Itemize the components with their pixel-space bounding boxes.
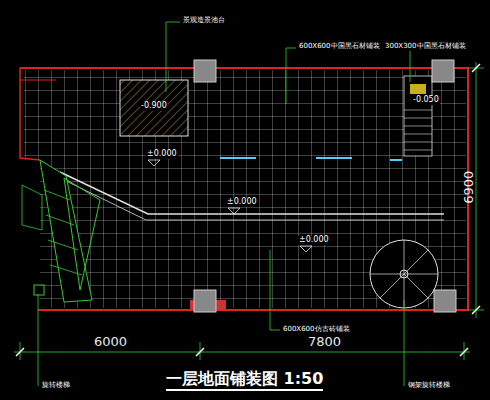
material-note: 景观造景池台 — [182, 17, 226, 25]
level-mark: -0.900 — [140, 102, 168, 111]
material-note: 600X600中国黑石材铺装 — [298, 43, 381, 51]
level-mark: ±0.000 — [298, 236, 330, 245]
dimension: 7800 — [308, 335, 341, 349]
drawing-title: 一层地面铺装图 1:50 — [166, 370, 323, 391]
level-mark: ±0.000 — [226, 198, 258, 207]
callout-note: 旋转楼梯 — [42, 382, 70, 390]
material-note: 600X600仿古砖铺装 — [282, 326, 351, 334]
dimension: 6900 — [462, 171, 476, 204]
dimension: 6000 — [94, 335, 127, 349]
callout-note: 钢架旋转楼梯 — [408, 382, 450, 390]
material-note: 300X300中国黑石材铺装 — [384, 43, 467, 51]
level-mark: -0.050 — [412, 96, 440, 105]
level-mark: ±0.000 — [146, 150, 178, 159]
